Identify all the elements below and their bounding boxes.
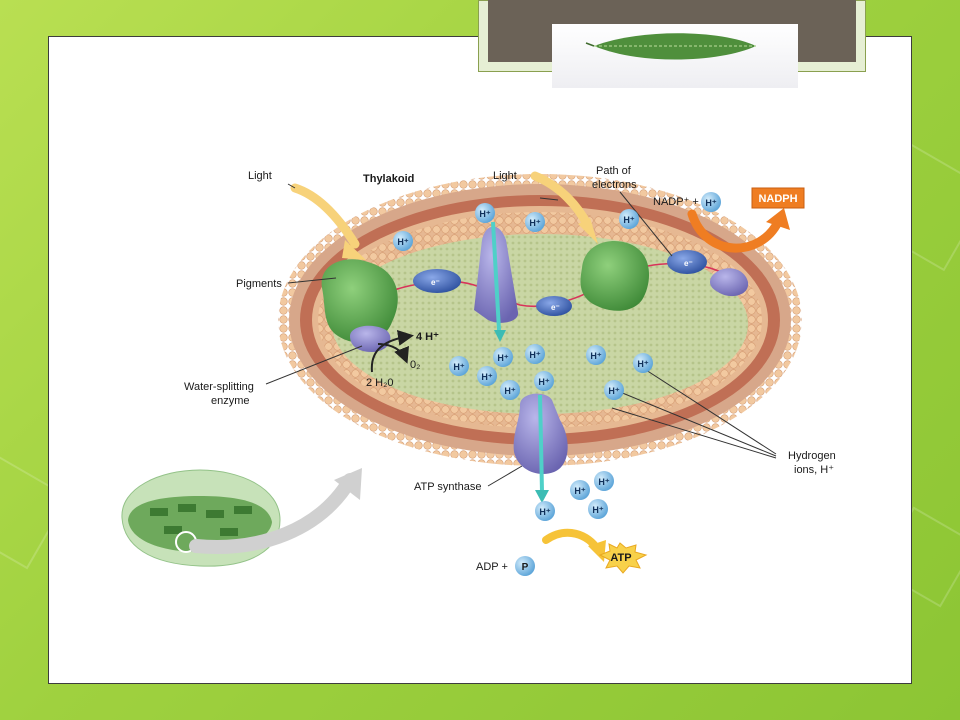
- hydrogen-ion-label: H⁺: [705, 198, 716, 208]
- nadp-reductase-shape: [710, 268, 749, 297]
- label-light-left: Light: [248, 170, 272, 182]
- hydrogen-ion: H⁺: [701, 192, 721, 212]
- hydrogen-ion: H⁺: [477, 366, 497, 386]
- hydrogen-ion: H⁺: [393, 231, 413, 251]
- pigment-complex-right: [580, 241, 650, 311]
- hydrogen-ion-label: H⁺: [539, 507, 550, 517]
- water-split-arrow-up: [370, 329, 414, 373]
- phosphate-label: P: [522, 562, 529, 573]
- label-water-splitting-line2: enzyme: [211, 395, 250, 407]
- label-o2: 0₂: [410, 359, 420, 371]
- hydrogen-ion: H⁺: [535, 501, 555, 521]
- hydrogen-ion: H⁺: [500, 380, 520, 400]
- label-atp-synthase: ATP synthase: [414, 481, 481, 493]
- hydrogen-ion-label: H⁺: [453, 362, 464, 372]
- hydrogen-ion-label: H⁺: [623, 215, 634, 225]
- hydrogen-ion-label: H⁺: [504, 386, 515, 396]
- hydrogen-ion-label: H⁺: [574, 486, 585, 496]
- water-split-arrow-o2: [377, 343, 409, 364]
- hydrogen-ion-label: H⁺: [590, 351, 601, 361]
- leaf-image: [585, 33, 756, 60]
- electron-markers: e⁻ e⁻ e⁻: [431, 259, 693, 312]
- hydrogen-ion-label: H⁺: [637, 359, 648, 369]
- label-hydrogen-line1: Hydrogen: [788, 450, 836, 462]
- hydrogen-ion: H⁺: [619, 209, 639, 229]
- label-thylakoid: Thylakoid: [363, 173, 414, 185]
- electron-label: e⁻: [431, 278, 440, 287]
- hydrogen-ion-label: H⁺: [529, 350, 540, 360]
- label-pigments: Pigments: [236, 278, 282, 290]
- label-4h: 4 H⁺: [416, 331, 439, 343]
- hydrogen-ion: H⁺: [493, 347, 513, 367]
- hydrogen-ion: H⁺: [570, 480, 590, 500]
- hydrogen-ion-label: H⁺: [608, 386, 619, 396]
- label-path-of-line2: electrons: [592, 179, 637, 191]
- hydrogen-ion: H⁺: [525, 344, 545, 364]
- leaf-photo: [552, 24, 798, 88]
- hydrogen-ion: H⁺: [525, 212, 545, 232]
- hydrogen-ion-group: H⁺ H⁺ H⁺ H⁺ H⁺ H⁺ H⁺ H⁺ H⁺ H⁺ H⁺ H⁺ H⁺ H…: [393, 192, 721, 521]
- atp-label: ATP: [610, 552, 631, 564]
- atp-synthase-arrow: [538, 394, 544, 493]
- hydrogen-ion-label: H⁺: [598, 477, 609, 487]
- label-nadp: NADP⁺ +: [653, 196, 699, 208]
- hydrogen-ion-label: H⁺: [481, 372, 492, 382]
- hydrogen-ion-label: H⁺: [479, 209, 490, 219]
- electron-label: e⁻: [551, 303, 560, 312]
- light-arrow-left: [290, 183, 360, 249]
- nadph-arrow: [687, 209, 783, 253]
- label-light-right: Light: [493, 170, 517, 182]
- hydrogen-ion: H⁺: [475, 203, 495, 223]
- electron-carrier-left: [413, 269, 461, 293]
- hydrogen-ion-label: H⁺: [529, 218, 540, 228]
- label-hydrogen-line2: ions, H⁺: [794, 464, 834, 476]
- electron-carrier-right: [667, 250, 707, 274]
- label-path-of-line1: Path of: [596, 165, 632, 177]
- thylakoid-membrane: [278, 174, 802, 466]
- proton-pump-arrow: [491, 221, 501, 331]
- label-water-splitting-line1: Water-splitting: [184, 381, 254, 393]
- hydrogen-ion: H⁺: [604, 380, 624, 400]
- water-splitting-enzyme-shape: [350, 325, 391, 352]
- adp-label: ADP +: [476, 561, 508, 573]
- hydrogen-ion: H⁺: [534, 371, 554, 391]
- atp-starburst: [598, 542, 648, 574]
- hydrogen-ion: H⁺: [633, 353, 653, 373]
- hydrogen-ion-label: H⁺: [592, 505, 603, 515]
- label-2h2o: 2 H₂0: [366, 377, 394, 389]
- pigment-complex-left: [321, 259, 398, 343]
- hydrogen-ion-label: H⁺: [397, 237, 408, 247]
- electron-label: e⁻: [684, 259, 693, 268]
- zoom-arrow: [189, 473, 357, 554]
- hydrogen-ion: H⁺: [449, 356, 469, 376]
- electron-carrier-middle: [536, 296, 572, 316]
- hydrogen-ion: H⁺: [588, 499, 608, 519]
- phosphate-circle: [515, 556, 535, 576]
- nadph-label: NADPH: [758, 193, 797, 205]
- leader-lines: [265, 183, 777, 487]
- hydrogen-ion-label: H⁺: [538, 377, 549, 387]
- nadph-box: [751, 187, 805, 209]
- light-arrow-right: [530, 171, 593, 231]
- hydrogen-ion-label: H⁺: [497, 353, 508, 363]
- hydrogen-ion: H⁺: [594, 471, 614, 491]
- hydrogen-ion: H⁺: [586, 345, 606, 365]
